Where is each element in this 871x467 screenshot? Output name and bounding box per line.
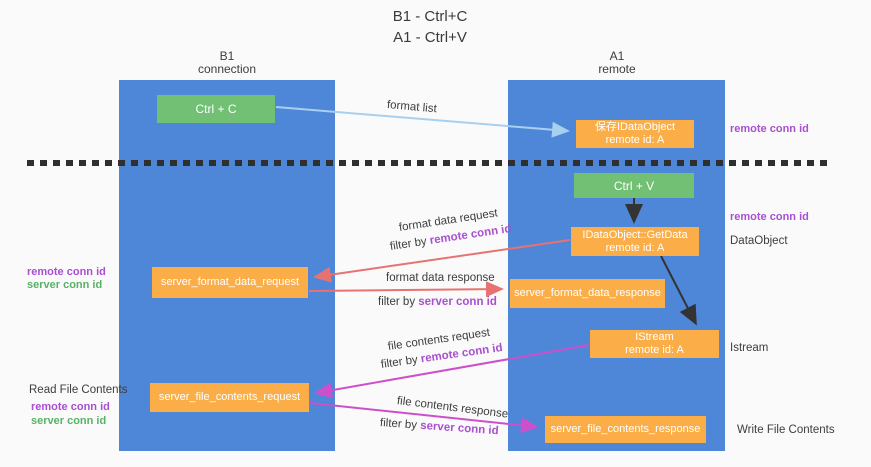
lane-a1-subtitle: remote [598, 62, 636, 76]
server-conn-id-highlight: server conn id [418, 296, 497, 308]
getdata-line2: remote id: A [605, 241, 665, 254]
title-line-2: A1 - Ctrl+V [393, 29, 467, 46]
filter-by-server-conn-id-label-2: filter by server conn id [380, 417, 499, 437]
ctrl-c-node: Ctrl + C [157, 95, 275, 123]
idataobject-getdata-node: IDataObject::GetData remote id: A [571, 227, 699, 256]
lane-b1-title: B1 [219, 49, 235, 63]
remote-conn-id-annotation-mid: remote conn id [730, 211, 809, 223]
session-separator-dashed-line [27, 160, 833, 166]
ctrl-v-node: Ctrl + V [574, 173, 694, 198]
filter-prefix: filter by [378, 296, 419, 308]
save-idataobject-line1: 保存IDataObject [594, 121, 676, 133]
file-contents-response-label: file contents response [396, 395, 509, 421]
lane-header-b1: B1 connection [147, 50, 307, 76]
lane-b1-subtitle: connection [197, 62, 257, 76]
istream-line1: IStream [635, 331, 674, 343]
save-idataobject-node: 保存IDataObject remote id: A [576, 120, 694, 148]
istream-node: IStream remote id: A [590, 330, 719, 358]
write-file-contents-annotation: Write File Contents [737, 424, 835, 436]
left-server-conn-id-annotation-1: server conn id [27, 279, 103, 291]
filter-prefix: filter by [380, 353, 422, 371]
server-format-data-request-node: server_format_data_request [152, 267, 308, 298]
remote-conn-id-annotation-top: remote conn id [730, 123, 809, 135]
filter-by-server-conn-id-label-1: filter by server conn id [378, 296, 497, 308]
istream-annotation: Istream [730, 342, 769, 354]
istream-line2: remote id: A [625, 344, 684, 356]
left-remote-conn-id-annotation-1: remote conn id [27, 266, 106, 278]
getdata-line1: IDataObject::GetData [582, 228, 688, 241]
arrow-format-data-response [308, 281, 504, 298]
left-server-conn-id-annotation-2: server conn id [31, 415, 107, 427]
save-idataobject-line2: remote id: A [605, 134, 665, 146]
lane-header-a1: A1 remote [537, 50, 697, 76]
lane-a1-title: A1 [609, 49, 625, 63]
left-remote-conn-id-annotation-2: remote conn id [31, 401, 110, 413]
dataobject-annotation: DataObject [730, 235, 788, 247]
server-file-contents-response-node: server_file_contents_response [545, 416, 706, 443]
server-format-data-response-node: server_format_data_response [510, 279, 665, 308]
server-conn-id-highlight: server conn id [419, 419, 500, 438]
filter-prefix: filter by [379, 417, 421, 432]
read-file-contents-annotation: Read File Contents [29, 384, 128, 396]
title-line-1: B1 - Ctrl+C [392, 8, 468, 25]
format-data-response-label: format data response [386, 272, 495, 284]
server-file-contents-request-node: server_file_contents_request [150, 383, 309, 412]
diagram-title: B1 - Ctrl+C A1 - Ctrl+V [330, 6, 530, 48]
filter-prefix: filter by [389, 235, 431, 253]
format-list-label: format list [386, 99, 438, 116]
